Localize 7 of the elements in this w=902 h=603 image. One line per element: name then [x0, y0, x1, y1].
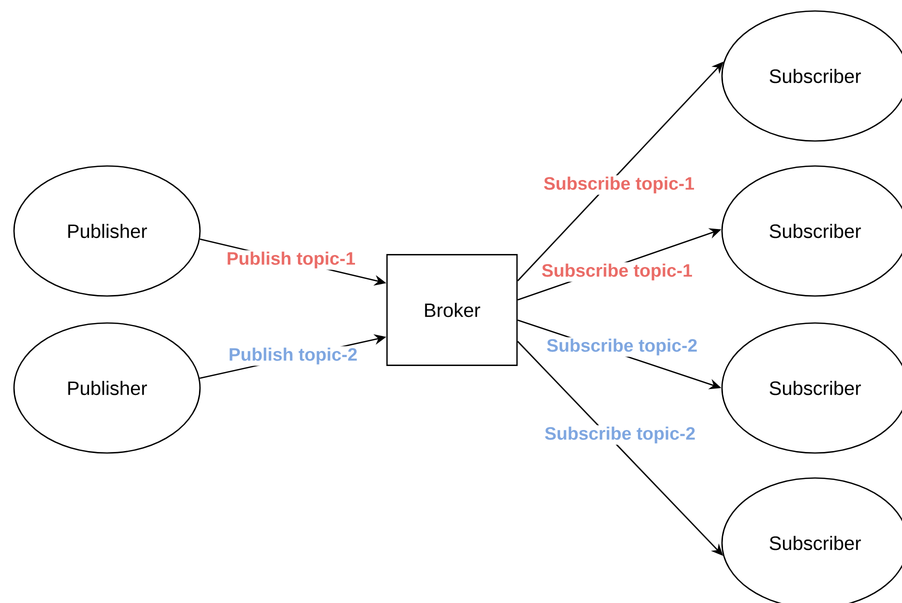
edge-label: Publish topic-1: [225, 250, 357, 270]
broker-box: Broker: [386, 254, 518, 366]
edge-label: Subscribe topic-1: [540, 262, 694, 282]
edge-label: Subscribe topic-1: [542, 175, 696, 195]
edge-label: Subscribe topic-2: [543, 425, 697, 445]
edge-label: Publish topic-2: [227, 346, 359, 366]
edge-label: Subscribe topic-2: [545, 337, 699, 357]
